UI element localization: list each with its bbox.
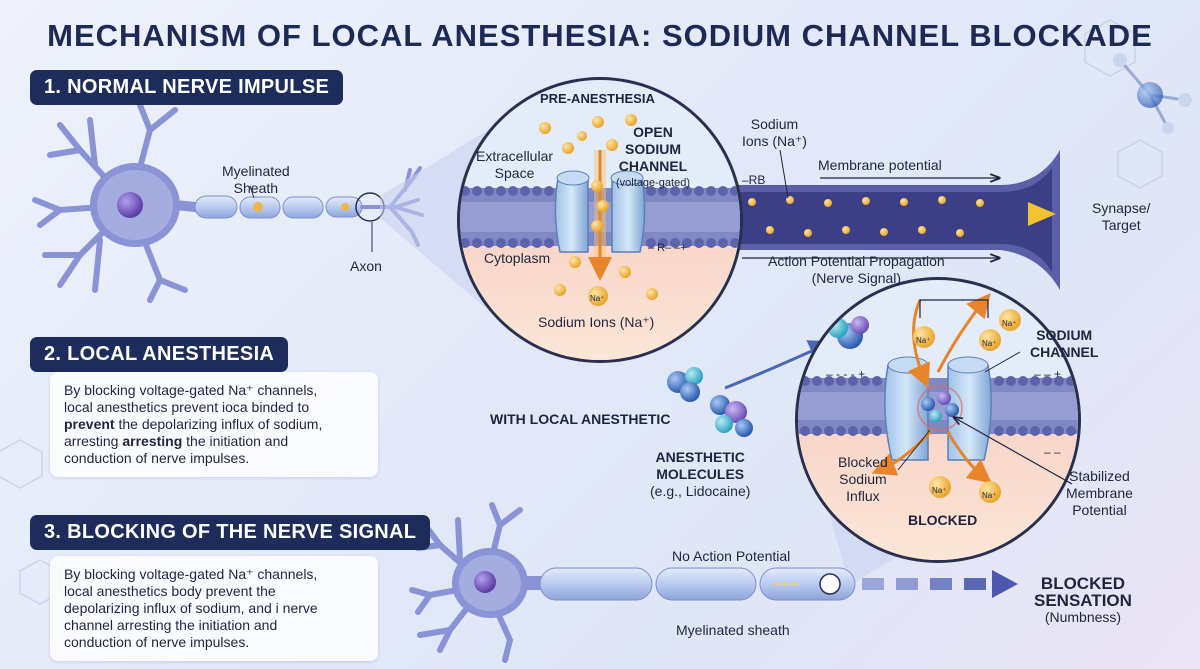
action-potential-label: Action Potential Propagation(Nerve Signa… [768, 253, 945, 286]
membrane-charge-label: – R– –+ [648, 242, 687, 254]
na-blocked-2: Na⁺ [982, 339, 997, 348]
with-local-anesthetic-label: WITH LOCAL ANESTHETIC [490, 411, 671, 427]
pre-anesthesia-circle [457, 77, 743, 363]
blocked-label: BLOCKED [908, 512, 978, 528]
neuron-blocked [409, 502, 1018, 663]
charge-right-label: – – + [1034, 367, 1062, 381]
background-molecule-icon [1113, 53, 1192, 134]
page-title: MECHANISM OF LOCAL ANESTHESIA: SODIUM CH… [47, 18, 1153, 53]
anesthetic-molecules-label: ANESTHETIC MOLECULES (e.g., Lidocaine) [650, 449, 751, 499]
section-3-description: By blocking voltage-gated Na⁺ channels, … [50, 556, 378, 661]
nucleus [117, 192, 143, 218]
blocked-sensation-label: BLOCKED SENSATION (Numbness) [1034, 574, 1132, 625]
na-blocked-5: Na⁺ [982, 491, 997, 500]
charge-inside-label: – – [1044, 445, 1061, 459]
background-molecule-decor [0, 19, 1163, 605]
open-sodium-channel-label: OPEN SODIUM CHANNEL (voltage-gated) [616, 124, 690, 189]
sodium-ions-label: Sodium Ions (Na⁺) [538, 314, 655, 330]
rb-label: –RB [742, 173, 766, 187]
anesthetic-molecules [667, 340, 834, 437]
synapse-target-label: Synapse/Target [1092, 200, 1151, 233]
no-action-potential-label: No Action Potential [672, 548, 791, 564]
section-2-heading: 2. LOCAL ANESTHESIA [30, 337, 289, 372]
membrane-potential-label: Membrane potential [818, 157, 942, 173]
sodium-ions-cytoplasm [554, 256, 658, 306]
open-sodium-channel [554, 170, 646, 253]
bound-anesthetic [917, 385, 963, 431]
section-2-description: By blocking voltage-gated Na⁺ channels, … [50, 372, 378, 477]
na-blocked-4: Na⁺ [932, 486, 947, 495]
blocked-channel-circle [795, 277, 1081, 563]
pre-anesthesia-title: PRE-ANESTHESIA [540, 91, 655, 106]
na-blocked-1: Na⁺ [916, 336, 931, 345]
zoom-cone-1 [380, 130, 488, 310]
section-3-heading: 3. BLOCKING OF THE NERVE SIGNAL [30, 515, 431, 550]
neuron-normal [32, 102, 424, 303]
cytoplasm-label: Cytoplasm [484, 250, 551, 266]
myelin-sheath-segments [194, 195, 363, 219]
na-blocked-3: Na⁺ [1002, 319, 1017, 328]
sodium-ions-extracellular [539, 114, 637, 232]
axon-label: Axon [350, 258, 382, 274]
propagation-band [700, 149, 1060, 290]
section-1-heading: 1. NORMAL NERVE IMPULSE [30, 70, 344, 105]
na-ion-label: Na⁺ [590, 294, 605, 303]
charge-left-label: – - - - + [826, 367, 866, 381]
myelinated-sheath-bottom-label: Myelinated sheath [676, 622, 790, 638]
